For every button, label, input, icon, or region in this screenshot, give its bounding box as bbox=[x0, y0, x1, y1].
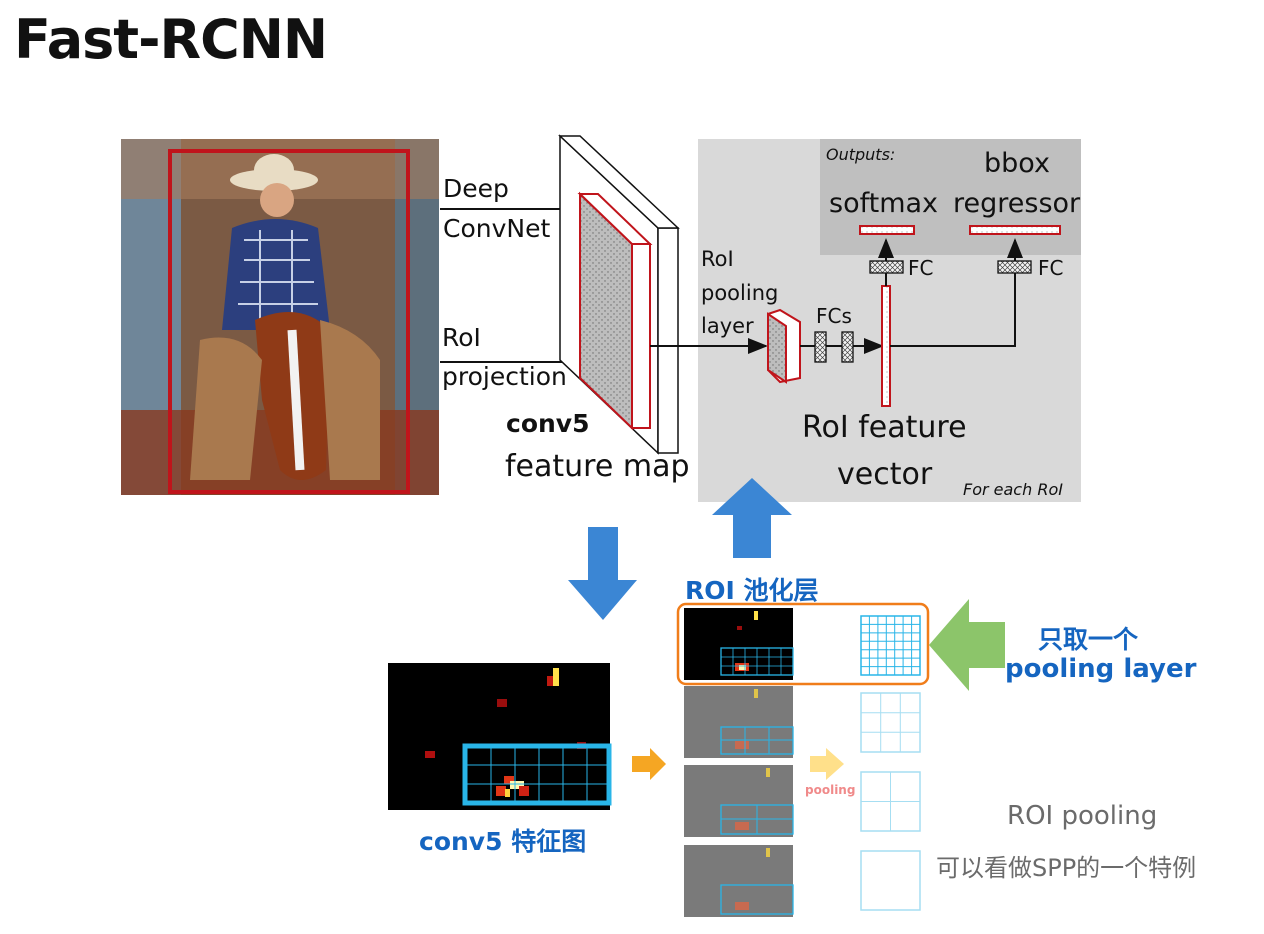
output-grid-3x3 bbox=[860, 692, 921, 753]
roi-feature-label-2: vector bbox=[837, 457, 933, 492]
selected-pooling-highlight bbox=[676, 602, 930, 686]
deep-convnet-label-2: ConvNet bbox=[443, 214, 551, 243]
pooling-small-label: pooling bbox=[805, 783, 856, 797]
spp-special-case-note: 可以看做SPP的一个特例 bbox=[936, 854, 1197, 882]
roi-pool-layer-cn: ROI 池化层 bbox=[685, 576, 819, 605]
bbox-output bbox=[969, 225, 1061, 235]
roi-projection-label-1: RoI bbox=[442, 323, 481, 352]
pooling-level-4 bbox=[684, 845, 794, 917]
roi-feature-label-1: RoI feature bbox=[802, 410, 967, 445]
conv5-heatmap bbox=[388, 663, 612, 810]
deep-convnet-label-1: Deep bbox=[443, 174, 509, 203]
for-each-roi-label: For each RoI bbox=[963, 480, 1063, 499]
pooling-level-1 bbox=[684, 608, 794, 680]
pooling-arrow bbox=[810, 748, 844, 780]
fc-layer-1 bbox=[814, 331, 827, 363]
input-image bbox=[121, 139, 439, 495]
output-grid-7x7 bbox=[860, 615, 921, 676]
green-arrow bbox=[929, 599, 1005, 691]
bbox-branch bbox=[890, 273, 1016, 347]
orange-arrow bbox=[632, 748, 666, 780]
bbox-label-1: bbox bbox=[984, 148, 1050, 179]
conv5-label: conv5 bbox=[506, 409, 590, 438]
softmax-output bbox=[859, 225, 915, 235]
roi-pooling-label-3: layer bbox=[701, 314, 754, 338]
output-grid-2x2 bbox=[860, 771, 921, 832]
feature-map-label: feature map bbox=[505, 449, 690, 484]
pooling-level-3 bbox=[684, 765, 794, 837]
fc-layer-2 bbox=[841, 331, 854, 363]
fcs-label: FCs bbox=[816, 304, 852, 328]
roi-pooling-label-2: pooling bbox=[701, 281, 779, 305]
fc-softmax bbox=[869, 260, 904, 274]
pooling-layer-label: pooling layer bbox=[1005, 654, 1197, 684]
bbox-label-2: regressor bbox=[953, 188, 1081, 219]
outputs-label: Outputs: bbox=[826, 145, 896, 164]
roi-pooling-block bbox=[767, 308, 801, 384]
down-blue-arrow bbox=[568, 527, 637, 620]
slide-title: Fast-RCNN bbox=[14, 8, 328, 71]
output-grid-1x1 bbox=[860, 850, 921, 911]
only-one-cn: 只取一个 bbox=[1038, 625, 1139, 654]
fc-bbox-label: FC bbox=[1038, 256, 1064, 280]
roi-feature-vector bbox=[881, 285, 891, 407]
conv5-feature-cn: conv5 特征图 bbox=[419, 827, 587, 856]
up-blue-arrow bbox=[712, 478, 792, 558]
softmax-label: softmax bbox=[829, 188, 939, 219]
outputs-panel bbox=[820, 139, 1081, 255]
roi-pooling-note: ROI pooling bbox=[1007, 801, 1158, 831]
fc-bbox bbox=[997, 260, 1032, 274]
fc-softmax-label: FC bbox=[908, 256, 934, 280]
roi-projection-label-2: projection bbox=[442, 362, 567, 391]
roi-pooling-label-1: RoI bbox=[701, 247, 734, 271]
pooling-level-2 bbox=[684, 686, 794, 758]
conv5-feature-map-block bbox=[558, 134, 680, 455]
